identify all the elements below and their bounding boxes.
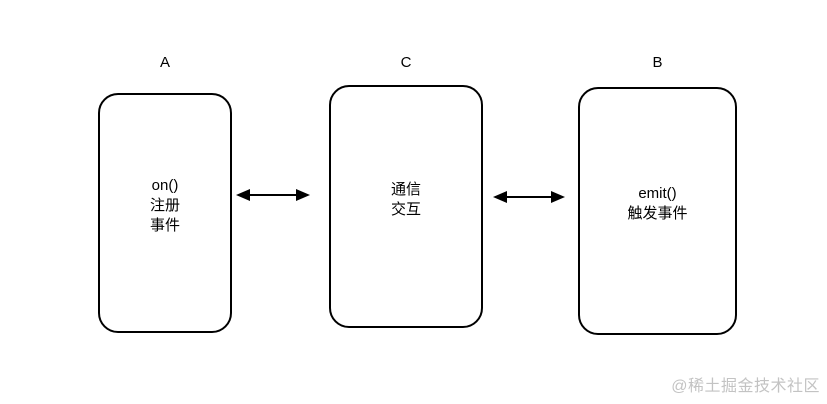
node-a-line-2: 注册	[149, 197, 180, 214]
node-c-line-2: 交互	[390, 200, 421, 218]
bidirectional-arrow-c-b	[493, 191, 565, 203]
node-b-title: B	[652, 54, 663, 71]
node-a-line-3: 事件	[149, 217, 180, 234]
node-b-line-1: emit()	[638, 185, 677, 202]
node-c-box: 通信 交互	[329, 85, 483, 328]
node-c-line-1: 通信	[390, 180, 421, 198]
node-a-box: on() 注册 事件	[98, 93, 232, 333]
watermark-text: @稀土掘金技术社区	[671, 378, 820, 395]
node-a-title: A	[159, 54, 170, 71]
node-b-line-2: 触发事件	[627, 205, 688, 222]
node-c-title: C	[400, 54, 412, 71]
node-b-box: emit() 触发事件	[578, 87, 737, 335]
node-a-line-1: on()	[151, 177, 179, 194]
bidirectional-arrow-a-c	[236, 189, 310, 201]
